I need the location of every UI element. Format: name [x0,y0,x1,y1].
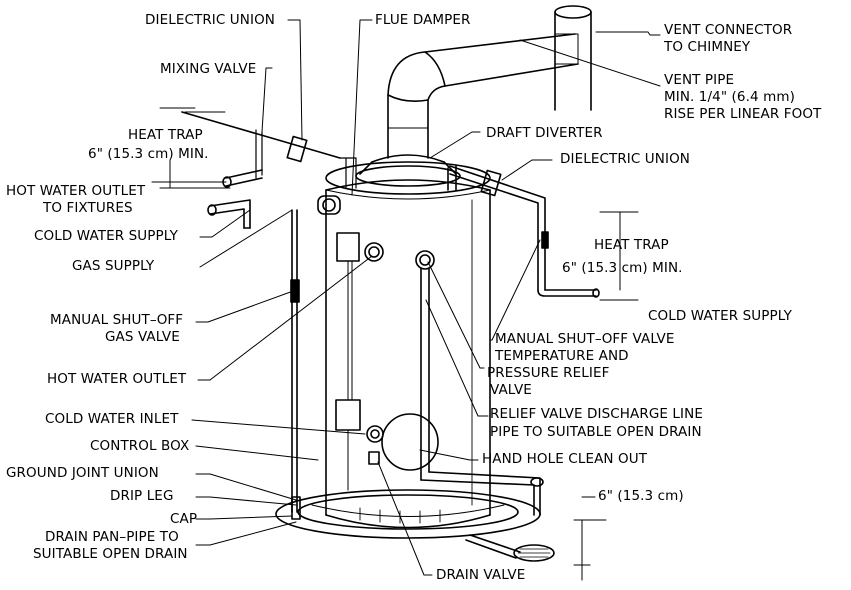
drain-pan [275,489,555,562]
flue-damper-label: FLUE DAMPER [375,12,471,28]
left-piping [181,111,357,513]
tp-relief-label-line3: VALVE [490,382,532,398]
tank [317,179,491,529]
heat-trap-right-label-line1: HEAT TRAP [594,237,669,253]
hot-water-outlet-fixtures-label-line1: HOT WATER OUTLET [6,183,146,199]
control-box-label: CONTROL BOX [90,438,190,454]
cold-water-inlet-label: COLD WATER INLET [45,411,179,427]
drain-pan-label-line1: DRAIN PAN–PIPE TO [45,529,179,545]
vent-connector-label-line2: TO CHIMNEY [664,39,751,55]
manual-shutoff-gas-valve-label-line1: MANUAL SHUT–OFF [50,312,184,328]
draft-diverter-label: DRAFT DIVERTER [486,125,603,141]
manual-shutoff-valve-label: MANUAL SHUT–OFF VALVE [495,331,675,347]
cold-water-supply-left-label: COLD WATER SUPPLY [34,228,178,244]
six-inch-dimension-label: 6" (15.3 cm) [598,488,684,504]
draft-diverter [325,154,491,195]
dielectric-union-left-label: DIELECTRIC UNION [145,12,275,28]
vent-pipe-label-line2: MIN. 1/4" (6.4 mm) [664,89,795,105]
leader-lines [151,19,661,576]
relief-valve-discharge-label-line2: PIPE TO SUITABLE OPEN DRAIN [490,424,702,440]
drain-pan-label-line2: SUITABLE OPEN DRAIN [33,546,188,562]
heat-trap-left-label-line1: HEAT TRAP [128,127,203,143]
drip-leg-label: DRIP LEG [110,488,174,504]
heat-trap-right-label-line2: 6" (15.3 cm) MIN. [562,260,683,276]
heat-trap-left-label-line2: 6" (15.3 cm) MIN. [88,146,209,162]
drain-valve-label: DRAIN VALVE [436,567,526,583]
tp-relief-label-line1: TEMPERATURE AND [495,348,629,364]
hot-water-outlet-label: HOT WATER OUTLET [47,371,187,387]
vent-system [387,5,592,159]
hand-hole-clean-out-label: HAND HOLE CLEAN OUT [482,451,648,467]
hot-water-outlet-fixtures-label-line2: TO FIXTURES [43,200,133,216]
relief-valve-discharge-label-line1: RELIEF VALVE DISCHARGE LINE [490,406,703,422]
gas-supply-label: GAS SUPPLY [72,258,155,274]
right-piping [420,165,600,516]
cap-label: CAP [170,511,198,527]
vent-pipe-label-line3: RISE PER LINEAR FOOT [664,106,822,122]
dimension-marks [159,107,639,581]
manual-shutoff-gas-valve-label-line2: GAS VALVE [105,329,180,345]
vent-pipe-label-line1: VENT PIPE [664,72,735,88]
dielectric-union-right-label: DIELECTRIC UNION [560,151,690,167]
tp-relief-label-line2: PRESSURE RELIEF [487,365,610,381]
vent-connector-label-line1: VENT CONNECTOR [664,22,793,38]
mixing-valve-label: MIXING VALVE [160,61,257,77]
ground-joint-union-label: GROUND JOINT UNION [6,465,159,481]
cold-water-supply-right-label: COLD WATER SUPPLY [648,308,792,324]
